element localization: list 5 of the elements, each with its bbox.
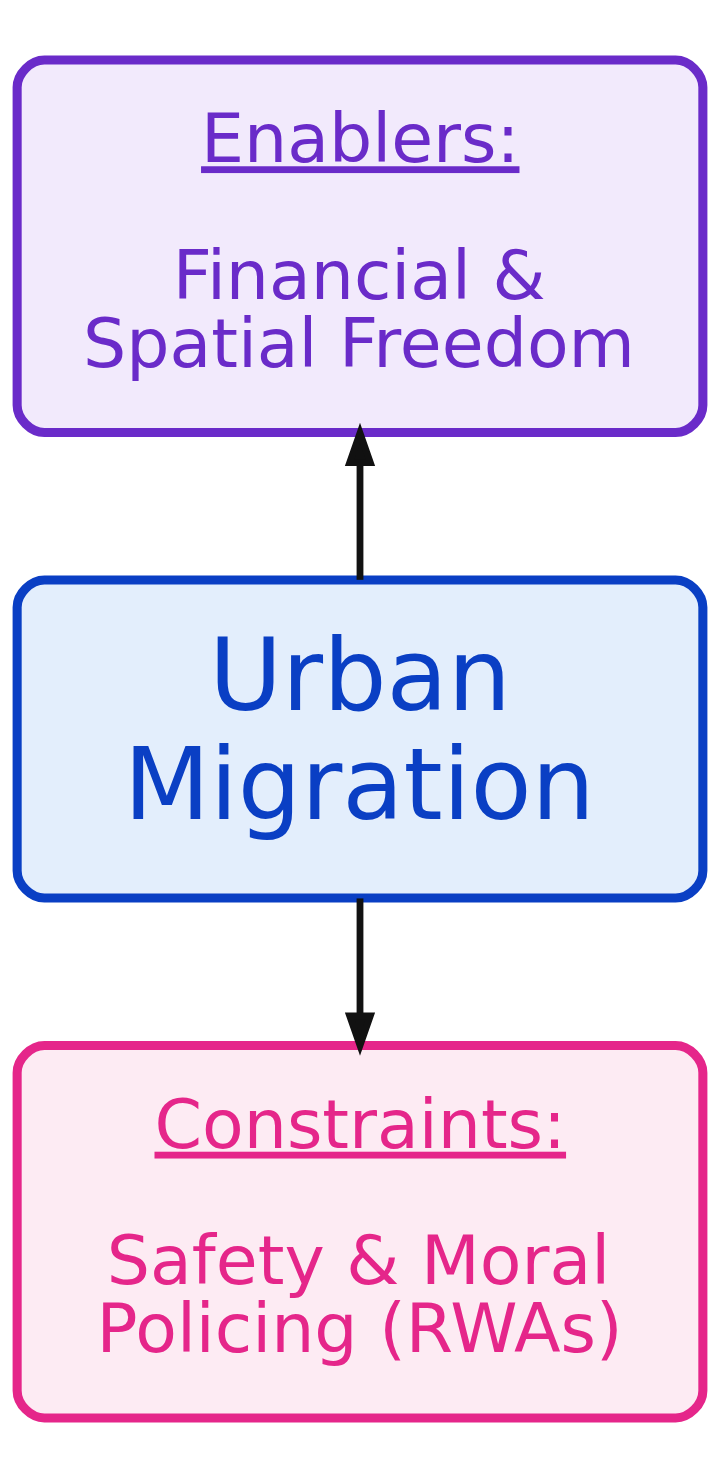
node-box: Enablers: Financial & Spatial Freedom xyxy=(12,55,708,437)
arrow xyxy=(344,898,376,1056)
node-box: Urban Migration xyxy=(12,575,708,903)
node-box: Constraints: Safety & Moral Policing (RWAs) xyxy=(12,1041,708,1423)
arrow xyxy=(344,422,376,580)
